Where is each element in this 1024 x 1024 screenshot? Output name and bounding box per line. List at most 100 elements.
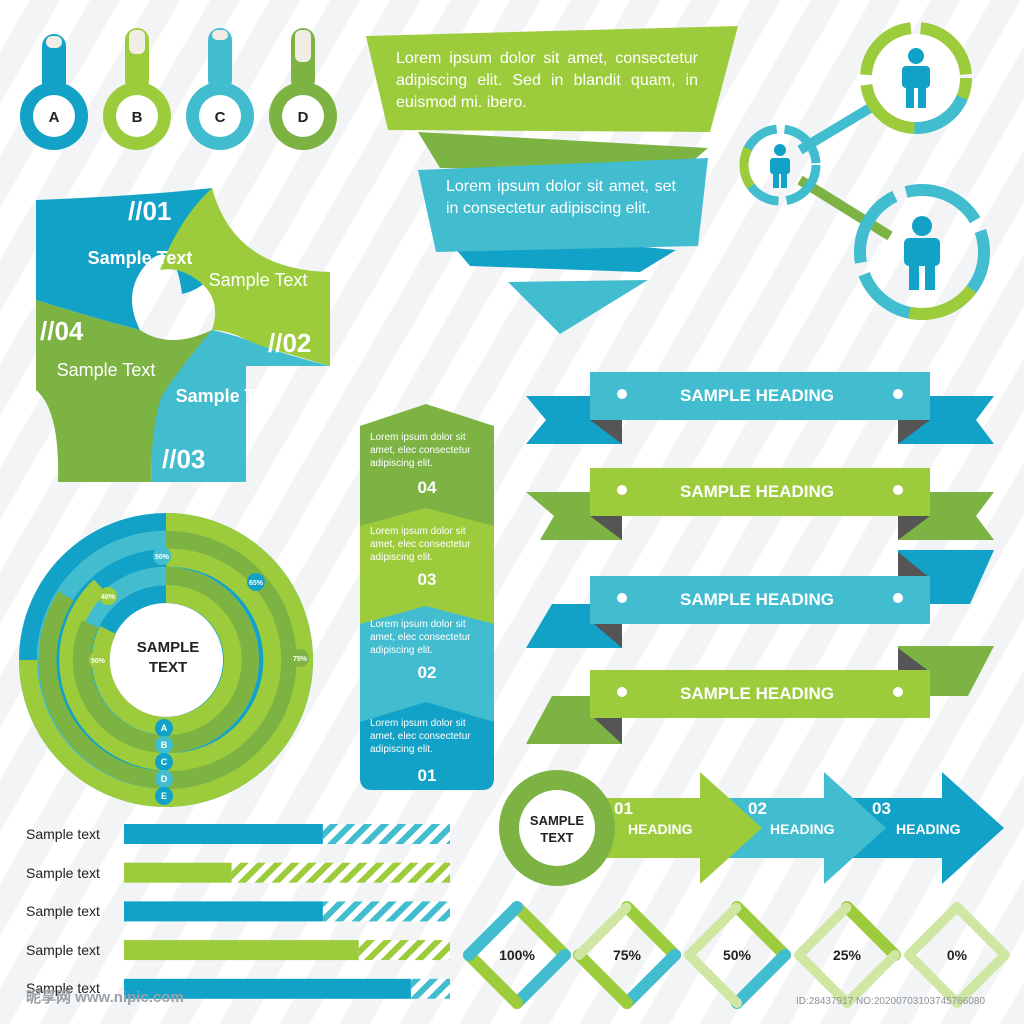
column-num-04: 04 bbox=[418, 478, 437, 497]
ring-pct-1: 50% bbox=[155, 554, 170, 561]
hbar-remainder bbox=[231, 862, 450, 883]
progress-diamond: 100% bbox=[463, 901, 571, 1009]
arrow-circle-inner bbox=[519, 790, 595, 866]
arrow-step-2 bbox=[720, 772, 886, 884]
ring-pct-5: 50% bbox=[91, 658, 106, 665]
hbar-remainder bbox=[322, 901, 450, 922]
ring-chart: SAMPLE TEXT 50% 65% 40% 75% 50% A B C D … bbox=[19, 513, 313, 807]
hbar-label-4: Sample text bbox=[26, 942, 100, 958]
quad-label-03: Sample Text bbox=[176, 386, 281, 406]
hbar-fill bbox=[124, 940, 359, 961]
hbar-fill bbox=[124, 978, 411, 999]
diamond-edge bbox=[794, 950, 852, 1008]
arrow-step-1 bbox=[580, 772, 762, 884]
ring-letter-b: B bbox=[161, 740, 168, 750]
hbars-graphic bbox=[124, 824, 450, 999]
arrow-circle-line1: SAMPLE bbox=[530, 813, 585, 828]
hbar-remainder bbox=[410, 978, 450, 999]
diamond-edge bbox=[952, 902, 1010, 960]
ribbon-1 bbox=[526, 372, 994, 444]
diamond-edge bbox=[904, 950, 962, 1008]
diamond-edge bbox=[511, 901, 571, 961]
progress-diamond: 75% bbox=[573, 901, 681, 1009]
quad-label-01a: Sample Text bbox=[88, 248, 193, 268]
hbar-fill bbox=[124, 862, 232, 883]
pin-letter-a: A bbox=[49, 109, 60, 126]
arrow-step-3 bbox=[842, 772, 1004, 884]
quad-label-04: Sample Text bbox=[57, 360, 156, 380]
ring-letter-e: E bbox=[161, 791, 167, 801]
diamond-edge bbox=[684, 902, 742, 960]
arrow-num-1: 01 bbox=[614, 799, 633, 818]
diamond-edge bbox=[794, 902, 852, 960]
diamond-edge bbox=[841, 901, 901, 961]
column-text-04: Lorem ipsum dolor sit amet, elec consect… bbox=[370, 432, 471, 469]
hbar-remainder bbox=[322, 824, 450, 844]
column-num-02: 02 bbox=[418, 663, 437, 682]
quad-piece-03 bbox=[151, 330, 330, 482]
quad-num-01: //01 bbox=[128, 196, 171, 226]
ring-center-line2: TEXT bbox=[149, 659, 187, 676]
ring-pct-3: 40% bbox=[101, 594, 116, 601]
diamond-edge bbox=[952, 950, 1010, 1008]
quadrant-graphic: //01 Sample Text //02 Sample Text //03 S… bbox=[36, 188, 330, 482]
people-network bbox=[739, 22, 990, 320]
diamond-edge bbox=[904, 902, 962, 960]
column-num-03: 03 bbox=[418, 570, 437, 589]
column-text-01: Lorem ipsum dolor sit amet, elec consect… bbox=[370, 718, 471, 755]
arrow-label-1: HEADING bbox=[628, 821, 693, 837]
progress-diamond: 0% bbox=[904, 902, 1010, 1008]
diamond-edge bbox=[731, 901, 791, 961]
diamond-edge bbox=[842, 950, 900, 1008]
pin-a bbox=[20, 34, 88, 150]
quad-label-02: Sample Text bbox=[209, 270, 308, 290]
ring-center-line1: SAMPLE bbox=[137, 639, 200, 656]
pins-graphic: A B C D bbox=[20, 28, 337, 150]
ring-letter-a: A bbox=[161, 723, 168, 733]
ribbon-1-label: SAMPLE HEADING bbox=[680, 386, 834, 405]
quad-num-04: //04 bbox=[40, 316, 84, 346]
arrow-num-2: 02 bbox=[748, 799, 767, 818]
callout-shapes bbox=[366, 26, 738, 334]
callout-1-text: Lorem ipsum dolor sit amet, consectetur … bbox=[396, 50, 698, 111]
diamond-edge bbox=[511, 949, 571, 1009]
diamond-edge bbox=[621, 901, 681, 961]
diamond-edge bbox=[731, 949, 791, 1009]
person-node-large-bottom bbox=[854, 184, 990, 320]
diamond-label: 25% bbox=[833, 947, 862, 963]
pin-d bbox=[269, 28, 337, 150]
hbar-remainder bbox=[358, 940, 450, 961]
diamond-label: 50% bbox=[723, 947, 752, 963]
watermark-text: 昵享网 www.nipic.com bbox=[26, 989, 184, 1006]
ring-letter-c: C bbox=[161, 757, 168, 767]
ribbon-2 bbox=[526, 468, 994, 540]
stacked-column: 04 03 02 01 bbox=[360, 404, 494, 790]
diamond-edge bbox=[463, 901, 523, 961]
diamond-label: 0% bbox=[947, 947, 968, 963]
hbar-label-3: Sample text bbox=[26, 903, 100, 919]
person-icon bbox=[904, 216, 940, 290]
ring-pct-2: 65% bbox=[249, 580, 264, 587]
pin-letter-c: C bbox=[215, 109, 226, 126]
diamond-label: 100% bbox=[499, 947, 535, 963]
diamond-edge bbox=[463, 949, 523, 1009]
hbar-label-2: Sample text bbox=[26, 865, 100, 881]
arrow-label-2: HEADING bbox=[770, 821, 835, 837]
hbar-label-5: Sample text bbox=[26, 980, 100, 996]
diamond-edge bbox=[574, 902, 632, 960]
column-text-02: Lorem ipsum dolor sit amet, elec consect… bbox=[370, 619, 471, 656]
progress-diamond: 50% bbox=[684, 901, 791, 1009]
diamond-edge bbox=[621, 949, 681, 1009]
quad-num-03: //03 bbox=[162, 444, 205, 474]
arrow-num-3: 03 bbox=[872, 799, 891, 818]
pin-c bbox=[186, 28, 254, 150]
hbar-fill bbox=[124, 901, 323, 922]
quad-piece-02 bbox=[160, 188, 330, 366]
ring-pct-4: 75% bbox=[293, 656, 308, 663]
quad-piece-04 bbox=[36, 300, 212, 482]
pin-letter-d: D bbox=[298, 109, 309, 126]
column-text-03: Lorem ipsum dolor sit amet, elec consect… bbox=[370, 526, 471, 563]
ribbon-3-label: SAMPLE HEADING bbox=[680, 590, 834, 609]
diamond-edge bbox=[684, 950, 742, 1008]
image-id-text: ID:28437917 NO:20200703103745766080 bbox=[796, 996, 986, 1007]
